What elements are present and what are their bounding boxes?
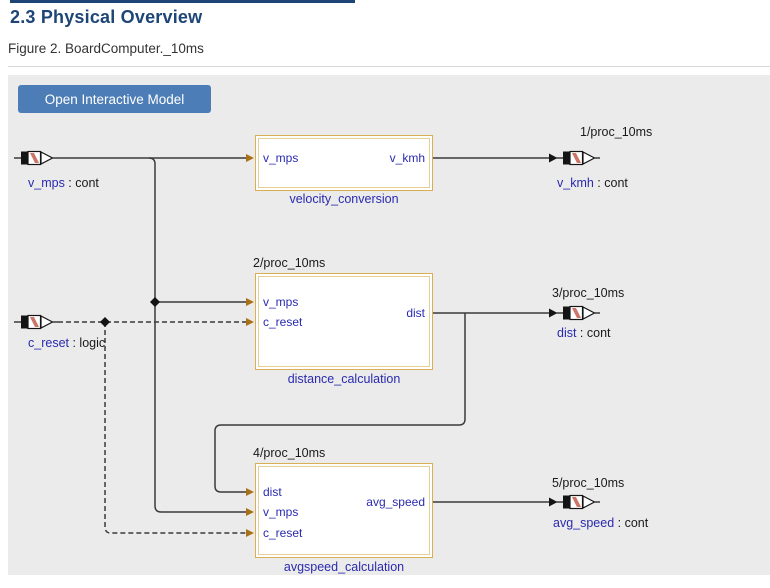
proc-label: 1/proc_10ms	[580, 125, 653, 139]
proc-label: 4/proc_10ms	[253, 446, 326, 460]
block-avgspeed-calculation: dist v_mps c_reset avg_speed	[255, 463, 433, 558]
block-distance-calculation: v_mps c_reset dist	[255, 273, 433, 370]
proc-label: 5/proc_10ms	[552, 476, 625, 490]
proc-label: 3/proc_10ms	[552, 286, 625, 300]
block-input-port: v_mps	[263, 151, 299, 165]
block-inner-border	[258, 466, 430, 555]
block-inner-border	[258, 276, 430, 367]
input-label-creset: c_reset : logic	[28, 336, 106, 350]
open-interactive-model-button[interactable]: Open Interactive Model	[18, 85, 211, 113]
block-name-label: avgspeed_calculation	[283, 560, 405, 574]
block-output-port: v_kmh	[389, 151, 425, 165]
output-label-dist: dist : cont	[557, 326, 611, 340]
input-label-vmps: v_mps : cont	[28, 176, 99, 190]
output-label-vkmh: v_kmh : cont	[557, 176, 628, 190]
page-title: 2.3 Physical Overview	[10, 7, 203, 27]
block-input-port: c_reset	[263, 315, 303, 329]
block-input-port: dist	[263, 485, 282, 499]
figure-caption: Figure 2. BoardComputer._10ms	[8, 41, 204, 56]
top-divider	[10, 0, 355, 3]
block-inner-border	[258, 138, 430, 188]
block-input-port: c_reset	[263, 526, 303, 540]
block-output-port: dist	[406, 306, 425, 320]
section-divider	[8, 66, 770, 67]
block-name-label: distance_calculation	[287, 372, 401, 386]
output-label-avgspeed: avg_speed : cont	[553, 516, 649, 530]
block-name-label: velocity_conversion	[289, 192, 399, 206]
block-input-port: v_mps	[263, 505, 299, 519]
block-velocity-conversion: v_mps v_kmh	[255, 135, 433, 191]
block-output-port: avg_speed	[366, 495, 425, 509]
proc-label: 2/proc_10ms	[253, 256, 326, 270]
block-input-port: v_mps	[263, 295, 299, 309]
